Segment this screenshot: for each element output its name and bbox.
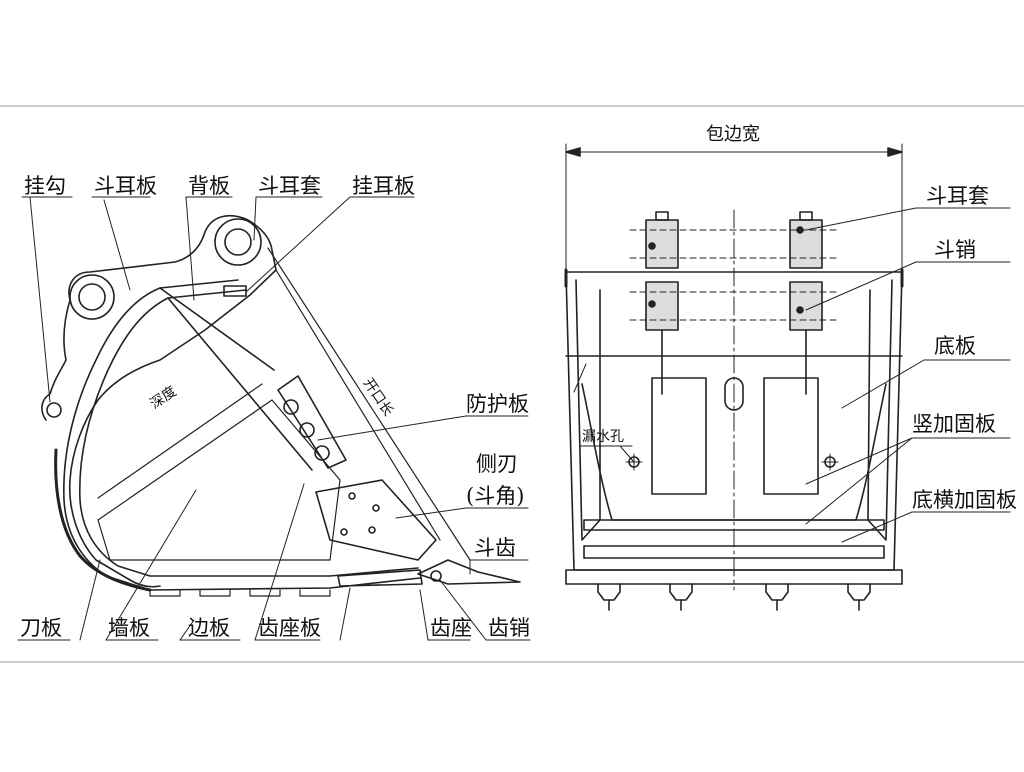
center-slot [724,377,744,411]
ear-plate-outline [41,214,277,588]
protective-plate-bolt [314,445,330,461]
label-bottom-plate: 底板 [934,334,976,358]
label-tooth-seat: 齿座 [430,616,472,640]
side-blade-bolt [348,492,356,500]
label-protective-plate: 防护板 [466,392,529,416]
side-view [17,196,531,641]
wall-plate-diagonal [167,297,313,471]
side-blade [315,479,437,561]
label-tooth-seat-plate: 齿座板 [258,616,321,640]
label-hook: 挂勾 [24,174,66,198]
vertical-reinforcement-plate-left [651,377,707,495]
label-side-plate: 边板 [188,616,230,640]
label-vertical-reinforcement: 竖加固板 [912,412,996,436]
side-blade-bolt [372,504,380,512]
back-plate-inner [78,297,419,577]
label-wrap-width: 包边宽 [706,124,760,145]
hanging-ear-plate [223,285,247,297]
label-bucket-pin: 斗销 [934,238,976,262]
vertical-reinforcement-plate-right [763,377,819,495]
cutting-edge-bar [565,569,903,585]
inner-frame [97,399,341,561]
bottom-ribs [149,589,331,597]
front-view [564,143,1011,611]
side-blade-bolt [368,526,376,534]
label-side-blade: 侧刃 [476,452,518,476]
tooth-pin-circle [430,570,442,582]
bucket-tooth [417,559,521,585]
label-ear-plate: 斗耳板 [94,174,157,198]
label-back-plate: 背板 [188,174,230,198]
protective-plate [277,375,347,469]
label-ear-sleeve-left: 斗耳套 [258,174,321,198]
front-teeth [597,583,871,611]
left-leader-lines [17,196,531,641]
ear-sleeve-inner-circle [224,228,252,256]
side-blade-bolt [340,528,348,536]
label-bottom-cross-reinforcement: 底横加固板 [912,488,1017,512]
wall-plate-diagonal-2 [159,287,275,371]
ear-sleeve-outer-circle [214,218,262,266]
bottom-cross-reinforcement-upper [583,519,885,531]
opening-line [267,247,471,561]
back-plate-top [159,279,239,289]
label-tooth-pin: 齿销 [488,616,530,640]
label-ear-sleeve-right: 斗耳套 [926,184,989,208]
dim-arrows [565,147,903,157]
label-blade-plate: 刀板 [20,616,62,640]
side-plate-edge [275,269,441,541]
hook-eye [46,402,62,418]
ear-plate-hole-inner [78,283,106,311]
label-hanging-ear-plate: 挂耳板 [352,174,415,198]
ear-plate-hole-outer [69,274,115,320]
protective-plate-bolt [283,399,299,415]
protective-plate-bolt [299,422,315,438]
ear-sleeves [629,211,841,395]
label-drain-hole: 漏水孔 [582,429,624,445]
label-bucket-corner: (斗角) [466,484,525,508]
back-plate-curve [63,287,421,591]
bottom-cross-reinforcement-lower [583,545,885,559]
label-wall-plate: 墙板 [108,616,150,640]
label-bucket-tooth: 斗齿 [474,536,516,560]
right-leader-lines [573,207,1011,543]
tooth-seat-plate [337,569,423,587]
inner-frame-line [97,383,263,499]
back-plate-top-inner [167,289,247,299]
blade-plate-edge [54,448,152,592]
